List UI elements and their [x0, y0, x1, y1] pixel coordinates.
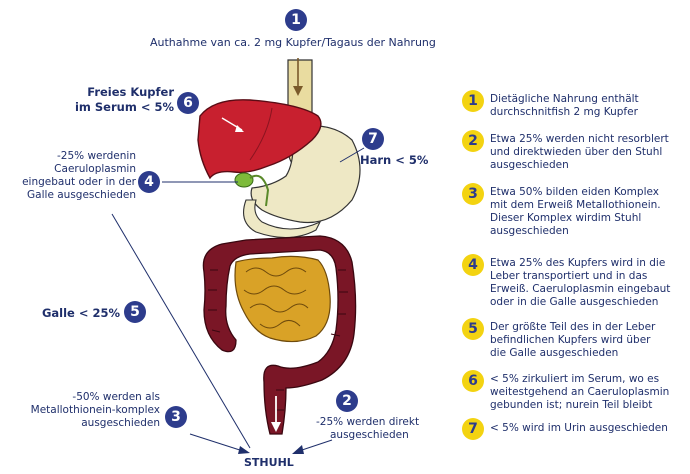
connector-caerulo-to-stuhl — [111, 213, 251, 449]
direkt-label-line2: ausgeschieden — [330, 429, 409, 441]
connector-direkt-arrowhead — [292, 445, 304, 454]
legend-text: < 5% wird im Urin ausgeschieden — [490, 422, 668, 434]
legend-badge: 5 — [462, 318, 484, 340]
serum-label-line2: im Serum < 5% — [74, 100, 174, 114]
legend-badge: 2 — [462, 130, 484, 152]
legend-text: befindlichen Kupfers wird über — [490, 334, 651, 346]
badge-harn: 7 — [362, 128, 384, 150]
stuhl-label: STHUHL — [244, 456, 294, 469]
liver-arrow-head — [235, 125, 244, 132]
metallo-label-line1: -50% werden als — [72, 391, 160, 403]
bile-duct — [249, 174, 270, 207]
legend-text: Etwa 25% des Kupfers wird in die — [490, 257, 666, 269]
serum-label-line1: Freies Kupfer — [87, 85, 174, 99]
legend-text: Erweiß. Caeruloplasmin eingebaut — [490, 283, 671, 295]
legend-badge: 1 — [462, 90, 484, 112]
legend-text: die Galle ausgeschieden — [490, 347, 619, 359]
stomach — [250, 125, 361, 224]
connector-metallo-to-stuhl — [189, 433, 247, 453]
legend-text: oder in die Galle ausgeschieden — [490, 296, 659, 308]
legend-text: Dieser Komplex wirdim Stuhl — [490, 212, 642, 224]
gallbladder — [234, 172, 254, 188]
caerulo-label-line1: -25% werdenin — [57, 150, 136, 162]
legend-text: Etwa 25% werden nicht resorblert — [490, 133, 669, 145]
legend-text: Dietägliche Nahrung enthält — [490, 93, 639, 105]
badge-serum: 6 — [177, 92, 199, 114]
colon — [202, 235, 357, 435]
legend-badge: 3 — [462, 183, 484, 205]
legend-text: durchschnitfish 2 mg Kupfer — [490, 106, 638, 118]
intake-label: Authahme van ca. 2 mg Kupfer/Tagaus der … — [150, 36, 436, 49]
legend-badge: 6 — [462, 370, 484, 392]
metallo-label-line3: ausgeschieden — [81, 417, 160, 429]
liver — [197, 99, 322, 180]
legend-text: Leber transportiert und in das — [490, 270, 648, 282]
legend-text: ausgeschieden — [490, 225, 569, 237]
connector-harn — [339, 147, 365, 163]
badge-metallo: 3 — [165, 406, 187, 428]
legend-text: und direktwieden über den Stuhl — [490, 146, 663, 158]
legend-text: mit dem Erweiß Metallothionein. — [490, 199, 661, 211]
badge-intake: 1 — [285, 9, 307, 31]
duodenum — [243, 199, 322, 239]
galle-label: Galle < 25% — [41, 306, 120, 320]
small-intestine — [234, 255, 331, 343]
legend-badge: 4 — [462, 254, 484, 276]
harn-label: Harn < 5% — [360, 153, 429, 167]
badge-galle: 5 — [124, 301, 146, 323]
intake-arrow-head — [293, 86, 303, 96]
legend-text: Der größte Teil des in der Leber — [490, 321, 656, 333]
legend-text: Etwa 50% bilden eiden Komplex — [490, 186, 659, 198]
direkt-label-line1: -25% werden direkt — [316, 416, 420, 428]
legend-text: < 5% zirkuliert im Serum, wo es — [490, 373, 660, 385]
excretion-arrow-head — [271, 422, 281, 432]
caerulo-label-line4: Galle ausgeschieden — [27, 189, 136, 201]
legend-text: gebunden ist; nurein Teil bleibt — [490, 399, 653, 411]
badge-caerulo: 4 — [138, 171, 160, 193]
legend-text: ausgeschieden — [490, 159, 569, 171]
liver-lobe-line — [249, 107, 273, 161]
legend-text: weitestgehend an Caeruloplasmin — [490, 386, 670, 398]
connector-metallo-arrowhead — [238, 446, 250, 454]
small-intestine-loops — [243, 267, 309, 329]
caerulo-label-line2: Caeruloplasmin — [54, 163, 136, 175]
metallo-label-line2: Metallothionein-komplex — [30, 404, 160, 416]
legend-badge: 7 — [462, 418, 484, 440]
badge-direkt: 2 — [336, 390, 358, 412]
colon-haustra — [208, 269, 348, 411]
caerulo-label-line3: eingebaut oder in der — [22, 176, 136, 188]
